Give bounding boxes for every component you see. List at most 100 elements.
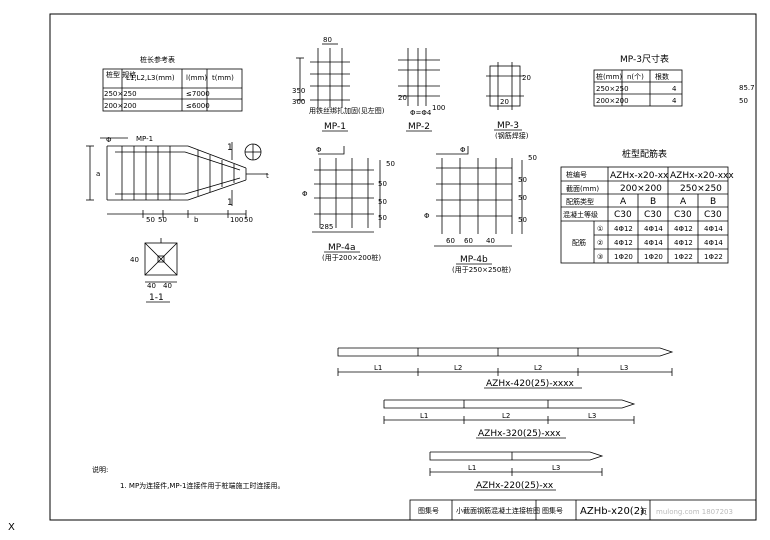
reinf-r2c1: A [620, 197, 627, 207]
reinf-r6c3: 1Φ22 [674, 253, 693, 261]
table-left-row1-l: ≤6000 [186, 102, 210, 110]
reinforcement-table: 桩型配筋表 桩编号 AZHx-x20-xx AZHx-x20-xxx 截面(mm… [560, 148, 734, 264]
reinf-r5c1: 4Φ12 [614, 239, 633, 247]
mp3-detail [486, 62, 524, 110]
pile-dim-4: 50 [244, 216, 253, 224]
pile-elevation-1 [337, 347, 674, 376]
mp3-label: MP-3 [497, 121, 519, 131]
mp4a-phi: Φ [316, 146, 322, 154]
reinf-r3c1: C30 [614, 210, 632, 220]
mp2-dim-bottom: 100 [432, 104, 445, 112]
watermark-text: mulong.com 1807203 [656, 508, 733, 516]
pile-length-table: 桩长参考表 桩型 规格 L1,L2,L3(mm) l(mm) t(mm) 250… [102, 55, 243, 112]
sheet-border [49, 13, 757, 521]
mp3-table-r1c0: 200×200 [596, 97, 629, 105]
title-block [409, 499, 757, 521]
section-label: 1-1 [149, 293, 164, 303]
pile1-seg-1: L2 [454, 364, 462, 372]
pile-length-table-title: 桩长参考表 [140, 55, 175, 64]
mp1-detail [296, 43, 350, 108]
mp4b-label: MP-4b [460, 255, 488, 265]
table-left-row1-spec: 200×200 [104, 102, 137, 110]
mp4b-dim-0: 50 [518, 176, 527, 184]
mp3-table-r0c2: 4 [672, 85, 677, 93]
reinf-r2c3: A [680, 197, 687, 207]
reinf-r2c2: B [650, 197, 656, 207]
mp4b-dim-1: 50 [518, 194, 527, 202]
pile-elevation-3 [429, 451, 604, 476]
reinf-r0c1: AZHx-x20-xx [610, 171, 669, 181]
reinf-r5c3: 4Φ12 [674, 239, 693, 247]
reinf-r0c0: 桩编号 [566, 170, 587, 179]
reinf-r5c0: ② [597, 239, 603, 247]
pile2-seg-0: L1 [420, 412, 428, 420]
section-dim-left: 40 [130, 256, 139, 264]
reinf-r4c2: 4Φ14 [644, 225, 663, 233]
reinf-r3c4: C30 [704, 210, 722, 220]
pile-dim-0: 50 [146, 216, 155, 224]
reinf-r1c0: 截面(mm) [566, 184, 599, 193]
mp4b-dim-3: 50 [528, 154, 537, 162]
reinf-r6c0: ③ [597, 253, 603, 261]
pile3-seg-0: L1 [468, 464, 476, 472]
reinf-r4c3: 4Φ12 [674, 225, 693, 233]
mp4b-bottom-1: 60 [464, 237, 473, 245]
reinf-r1c1: 200×200 [620, 184, 662, 194]
section-mark-bottom: 1 [227, 198, 233, 208]
mp4a-dim-2: 50 [378, 214, 387, 222]
mp4a-detail [312, 146, 381, 233]
table-left-header-3: t(mm) [212, 74, 234, 82]
mp3-table-h0: 桩(mm) [596, 72, 622, 81]
mp3-size-table: MP-3尺寸表 桩(mm) n(个) 根数 250×250 4 200×200 … [593, 53, 683, 107]
mp4b-phi-left: Φ [424, 212, 430, 220]
mp1-dim-top: 80 [323, 36, 332, 44]
pile-tip-elevation [86, 137, 268, 218]
table-left-header-0: 桩型 规格 [106, 70, 136, 79]
pile-elevation-2 [383, 399, 636, 424]
mp4a-phi-left: Φ [302, 190, 308, 198]
title-cell-1: 图集号 [418, 506, 439, 515]
mp3-dim2: 20 [522, 74, 531, 82]
reinf-r6c4: 1Φ22 [704, 253, 723, 261]
pile-dim-phi: Φ [106, 136, 112, 144]
mp1-callout: MP-1 [136, 135, 153, 143]
reinf-r3c2: C30 [644, 210, 662, 220]
notes-line-1: 1. MP为连接件,MP-1连接件用于桩端施工时连接用。 [120, 481, 284, 490]
mp3-dim1: 20 [500, 98, 509, 106]
reinf-r4c4: 4Φ14 [704, 225, 723, 233]
mp2-dim-left: 20 [398, 94, 407, 102]
mp2-label: MP-2 [408, 122, 430, 132]
section-mark-top: 1 [227, 143, 233, 153]
reinf-r6c1: 1Φ20 [614, 253, 633, 261]
reinf-side-label: 配筋 [572, 238, 586, 247]
mp2-note: Φ=Φ4 [410, 109, 432, 117]
mp4b-bottom-0: 60 [446, 237, 455, 245]
reinf-r2c0: 配筋类型 [566, 197, 594, 206]
pile2-seg-2: L3 [588, 412, 596, 420]
table-left-header-2: l(mm) [186, 74, 207, 82]
pile1-seg-0: L1 [374, 364, 382, 372]
pile2-seg-1: L2 [502, 412, 510, 420]
title-code: AZHb-x20(2) [580, 506, 644, 517]
edge-dim-bottom: 50 [739, 97, 748, 105]
reinf-r3c0: 混凝土等级 [563, 210, 598, 219]
mp3-note: (钢筋焊接) [495, 131, 529, 140]
mp1-dim-350: 350 [292, 87, 305, 95]
table-left-header-1: L1,L2,L3(mm) [126, 74, 175, 82]
reinf-r3c3: C30 [674, 210, 692, 220]
reinf-r1c2: 250×250 [680, 184, 722, 194]
mp4a-dim-3: 50 [386, 160, 395, 168]
pile-dim-3: 100 [230, 216, 243, 224]
reinf-r5c2: 4Φ14 [644, 239, 663, 247]
reinf-r4c1: 4Φ12 [614, 225, 633, 233]
title-cell-2: 小截面钢筋混凝土连接桩图 [456, 506, 540, 515]
mp2-detail [398, 48, 440, 106]
pile1-seg-3: L3 [620, 364, 628, 372]
mp3-table-r0c0: 250×250 [596, 85, 629, 93]
pile-dim-1: 50 [158, 216, 167, 224]
pile3-seg-1: L3 [552, 464, 560, 472]
mp1-note: 用铁丝绑扎加固(见左图) [309, 106, 385, 115]
mp3-table-h1: n(个) [627, 73, 644, 81]
mp4b-detail [434, 146, 523, 247]
reinf-r2c4: B [710, 197, 716, 207]
